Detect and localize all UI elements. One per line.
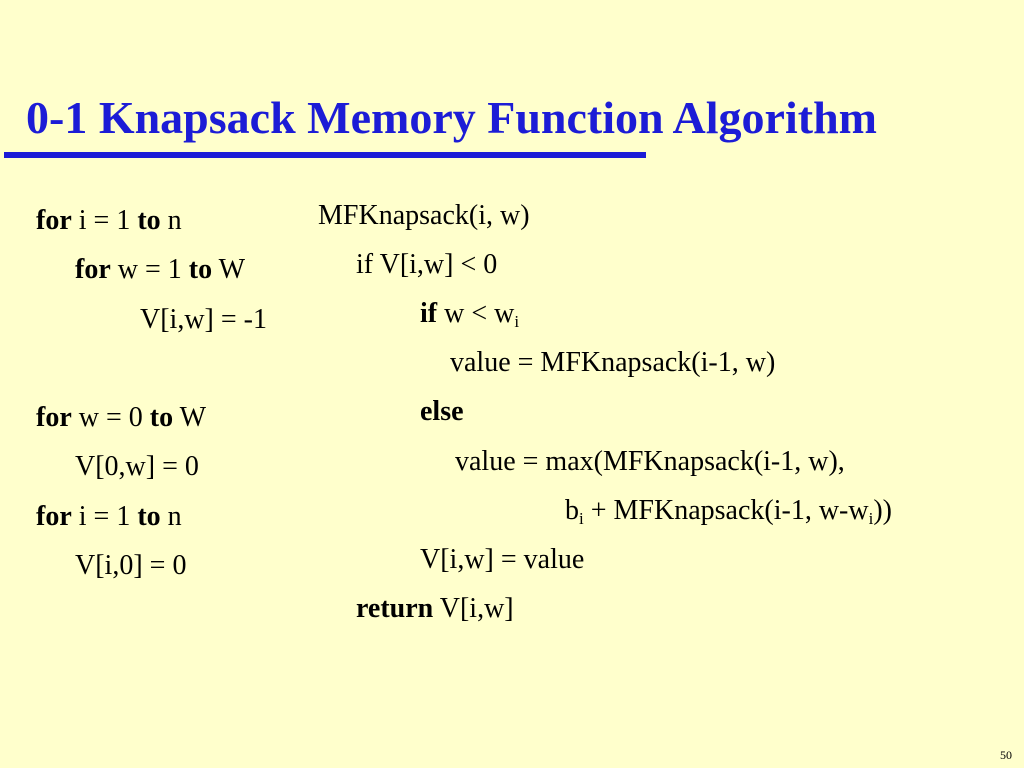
title-underline [4, 152, 646, 158]
code-text: if V[i,w] < 0 [356, 249, 498, 280]
subscript: i [868, 509, 874, 528]
code-text: n [160, 501, 182, 532]
keyword: to [149, 402, 174, 433]
mf-line-6: value = max(MFKnapsack(i-1, w), [455, 448, 845, 476]
init-line-6: for i = 1 to n [36, 503, 182, 531]
code-text: w = 1 [110, 254, 189, 285]
keyword: return [356, 593, 434, 624]
keyword: for [36, 402, 72, 433]
mf-line-4: value = MFKnapsack(i-1, w) [450, 349, 775, 377]
code-text: W [173, 402, 207, 433]
mf-line-7: bi + MFKnapsack(i-1, w-wi)) [565, 495, 892, 528]
mf-line-8: V[i,w] = value [420, 546, 584, 574]
code-text: b [565, 495, 579, 526]
init-line-7: V[i,0] = 0 [75, 552, 186, 580]
code-text: V[0,w] = 0 [75, 451, 199, 482]
keyword: to [137, 205, 161, 236]
code-text: W [212, 254, 246, 285]
mf-line-1: MFKnapsack(i, w) [318, 202, 530, 230]
code-text: V[i,0] = 0 [75, 550, 187, 581]
code-text: value = max(MFKnapsack(i-1, w), [455, 446, 845, 477]
mf-line-3: if w < wi [420, 298, 520, 331]
mf-line-9: return V[i,w] [356, 595, 514, 623]
code-text: n [160, 205, 182, 236]
code-text: )) [873, 495, 892, 526]
keyword: for [36, 205, 72, 236]
keyword: if [420, 298, 438, 329]
keyword: to [137, 501, 161, 532]
slide-title: 0-1 Knapsack Memory Function Algorithm [26, 92, 877, 143]
keyword: for [36, 501, 72, 532]
subscript: i [579, 509, 584, 528]
keyword: else [420, 396, 464, 427]
code-text: V[i,w] [433, 593, 514, 624]
code-text: i = 1 [71, 205, 138, 236]
page-number: 50 [1000, 748, 1012, 762]
code-text: i = 1 [71, 501, 138, 532]
init-line-4: for w = 0 to W [36, 404, 206, 432]
code-text: V[i,w] = value [420, 544, 585, 575]
init-line-2: for w = 1 to W [75, 256, 245, 284]
mf-line-2: if V[i,w] < 0 [356, 251, 497, 279]
code-text: value = MFKnapsack(i-1, w) [450, 347, 776, 378]
subscript: i [514, 312, 520, 331]
code-text: w = 0 [71, 402, 150, 433]
init-line-1: for i = 1 to n [36, 207, 182, 235]
code-text: MFKnapsack(i, w) [318, 200, 530, 231]
keyword: for [75, 254, 111, 285]
keyword: to [188, 254, 213, 285]
init-line-3: V[i,w] = -1 [140, 306, 267, 334]
mf-line-5: else [420, 398, 464, 426]
code-text: w < w [437, 298, 515, 329]
code-text: V[i,w] = -1 [140, 304, 267, 335]
code-text: + MFKnapsack(i-1, w-w [583, 495, 869, 526]
init-line-5: V[0,w] = 0 [75, 453, 199, 481]
